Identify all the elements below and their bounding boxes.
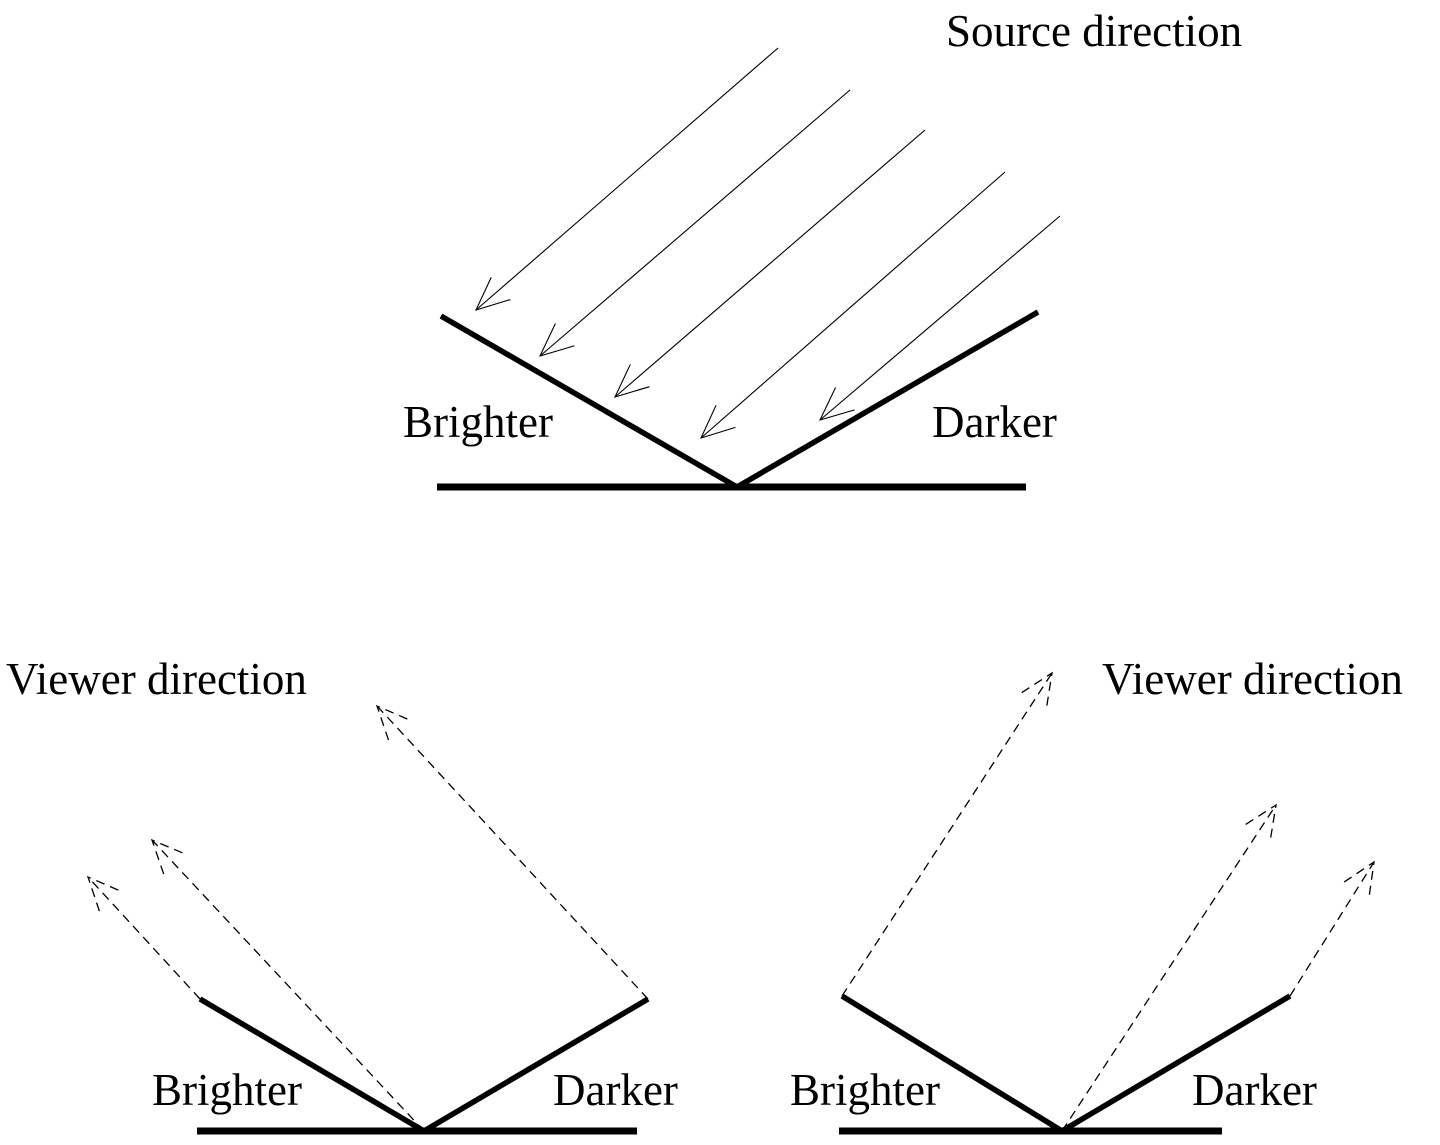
arrowhead-icon <box>150 838 186 875</box>
source-panel: Source direction Brighter Darker <box>403 6 1242 491</box>
arrowhead-icon <box>474 277 511 311</box>
ray-shaft <box>700 171 1006 439</box>
incident-ray-1 <box>474 47 779 311</box>
brighter-label: Brighter <box>403 397 553 447</box>
ray-shaft <box>1061 804 1277 1132</box>
ray-shaft <box>475 47 779 311</box>
darker-facet-left <box>422 996 650 1134</box>
ray-shaft <box>151 839 425 1132</box>
brighter-facet <box>439 313 739 490</box>
viewer-ray-left-3 <box>375 704 649 1000</box>
viewer-direction-title-left: Viewer direction <box>6 654 307 704</box>
brighter-facet-left <box>198 996 426 1134</box>
brighter-facet-right <box>840 993 1064 1134</box>
viewer-direction-title-right: Viewer direction <box>1102 654 1403 704</box>
ray-shaft <box>1289 861 1375 997</box>
viewer-ray-right-3 <box>1289 860 1375 997</box>
source-rays <box>474 47 1061 439</box>
arrowhead-icon <box>538 323 575 357</box>
arrowhead-icon <box>1245 803 1277 841</box>
incident-ray-3 <box>613 129 926 398</box>
darker-label: Darker <box>932 397 1057 447</box>
ray-shaft <box>539 89 851 357</box>
darker-label-right: Darker <box>1192 1065 1317 1115</box>
viewer-ray-right-1 <box>841 671 1053 997</box>
incident-ray-5 <box>818 215 1061 421</box>
arrowhead-icon <box>375 704 411 741</box>
viewer-ray-right-2 <box>1061 803 1277 1132</box>
viewer-ray-left-2 <box>150 838 425 1132</box>
source-direction-title: Source direction <box>946 6 1242 56</box>
incident-ray-4 <box>699 171 1006 439</box>
ray-shaft <box>819 215 1061 421</box>
arrowhead-icon <box>1021 671 1053 709</box>
brighter-label-left: Brighter <box>152 1065 302 1115</box>
ray-shaft <box>614 129 926 398</box>
darker-facet-right <box>1060 993 1292 1134</box>
ray-shaft <box>841 672 1053 997</box>
brighter-label-right: Brighter <box>790 1065 940 1115</box>
arrowhead-icon <box>1343 860 1375 898</box>
ray-shaft <box>376 705 649 1000</box>
arrowhead-icon <box>613 364 650 398</box>
arrowhead-icon <box>818 387 855 421</box>
arrowhead-icon <box>699 405 736 439</box>
darker-facet <box>735 309 1040 490</box>
viewer-right-rays <box>841 671 1375 1132</box>
incident-ray-2 <box>538 89 851 357</box>
viewer-ray-left-1 <box>86 875 201 1000</box>
viewer-right-panel: Viewer direction Brighter Darker <box>790 654 1403 1135</box>
arrowhead-icon <box>86 875 122 912</box>
viewer-left-rays <box>86 704 649 1132</box>
darker-label-left: Darker <box>553 1065 678 1115</box>
viewer-left-panel: Viewer direction Brighter Darker <box>6 654 678 1135</box>
ray-shaft <box>87 876 201 1000</box>
